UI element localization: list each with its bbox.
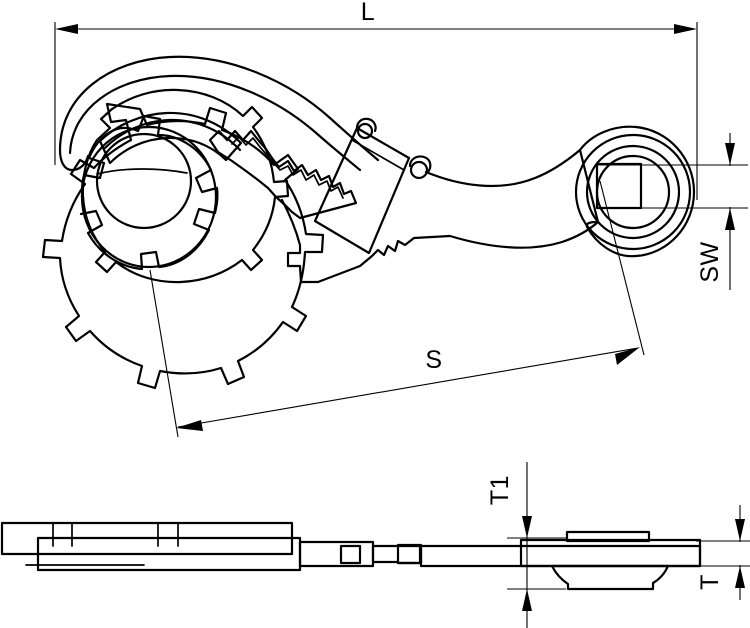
s-dim-line (177, 347, 639, 428)
jaw-teeth-detail (231, 136, 344, 199)
head-thickness-dimension: T1 (486, 462, 566, 628)
handle-upper-outline (58, 55, 380, 162)
l-arrow-left (55, 24, 78, 34)
l-dimension-label: L (361, 0, 375, 26)
t-arrow-lower (735, 566, 745, 588)
side-view (0, 521, 702, 591)
s-dimension-label: S (425, 346, 442, 374)
handle-tip-closure (58, 148, 90, 172)
side-link-neck (298, 540, 375, 568)
serrated-jaw-arm (208, 129, 358, 220)
t1-arrow-upper (522, 516, 532, 538)
center-hub-circle (95, 132, 193, 230)
side-head-boss (550, 564, 670, 591)
handle-inner-outline (68, 74, 362, 172)
s-leader-left (149, 269, 179, 438)
center-bore-outer (80, 125, 218, 269)
body-thickness-dimension: T (696, 505, 750, 600)
rotating-jaw-plate (81, 88, 290, 284)
center-bore-lugs (79, 114, 219, 271)
link-pin-lower-collar (408, 155, 432, 174)
t-arrow-upper (735, 519, 745, 541)
t1-dimension-label: T1 (486, 475, 514, 505)
side-body-bar (419, 544, 702, 568)
link-pin-upper-collar (355, 117, 377, 133)
sw-arrow-lower (725, 208, 735, 230)
l-arrow-right (674, 24, 697, 34)
link-pin-lower (409, 160, 429, 180)
plan-view (41, 55, 696, 390)
side-head-plate (519, 538, 702, 568)
side-shank-pin-block (396, 544, 422, 565)
outer-notched-ring (41, 102, 325, 390)
s-arrow-right (615, 347, 640, 365)
center-hub-chord (96, 168, 188, 175)
head-ring-outer (574, 133, 692, 251)
sw-arrow-upper (725, 143, 735, 165)
t1-arrow-lower (522, 589, 532, 611)
span-dimension: S (149, 180, 645, 438)
side-main-body-slab (36, 536, 302, 572)
s-arrow-left (176, 420, 203, 431)
side-link-pin-block (339, 544, 362, 565)
inner-jaw-ring (98, 111, 243, 165)
side-head-cap-ridge (565, 530, 651, 543)
head-ring-inner (595, 154, 671, 230)
body-shank-lower (448, 220, 600, 249)
square-drive-dimension: SW (597, 133, 748, 290)
side-handle-top-slab (0, 521, 294, 556)
lower-gripping-hook (280, 198, 452, 284)
t-dimension-label: T (696, 574, 724, 590)
body-shank-upper (424, 148, 582, 188)
sliding-link-inner-edge (351, 139, 405, 171)
sliding-link-bar (313, 126, 411, 255)
overall-length-dimension: L (54, 0, 698, 200)
head-ring-middle (585, 144, 681, 240)
s-leader-right (599, 180, 645, 356)
sw-dimension-label: SW (696, 241, 724, 282)
link-pin-upper (356, 122, 374, 140)
